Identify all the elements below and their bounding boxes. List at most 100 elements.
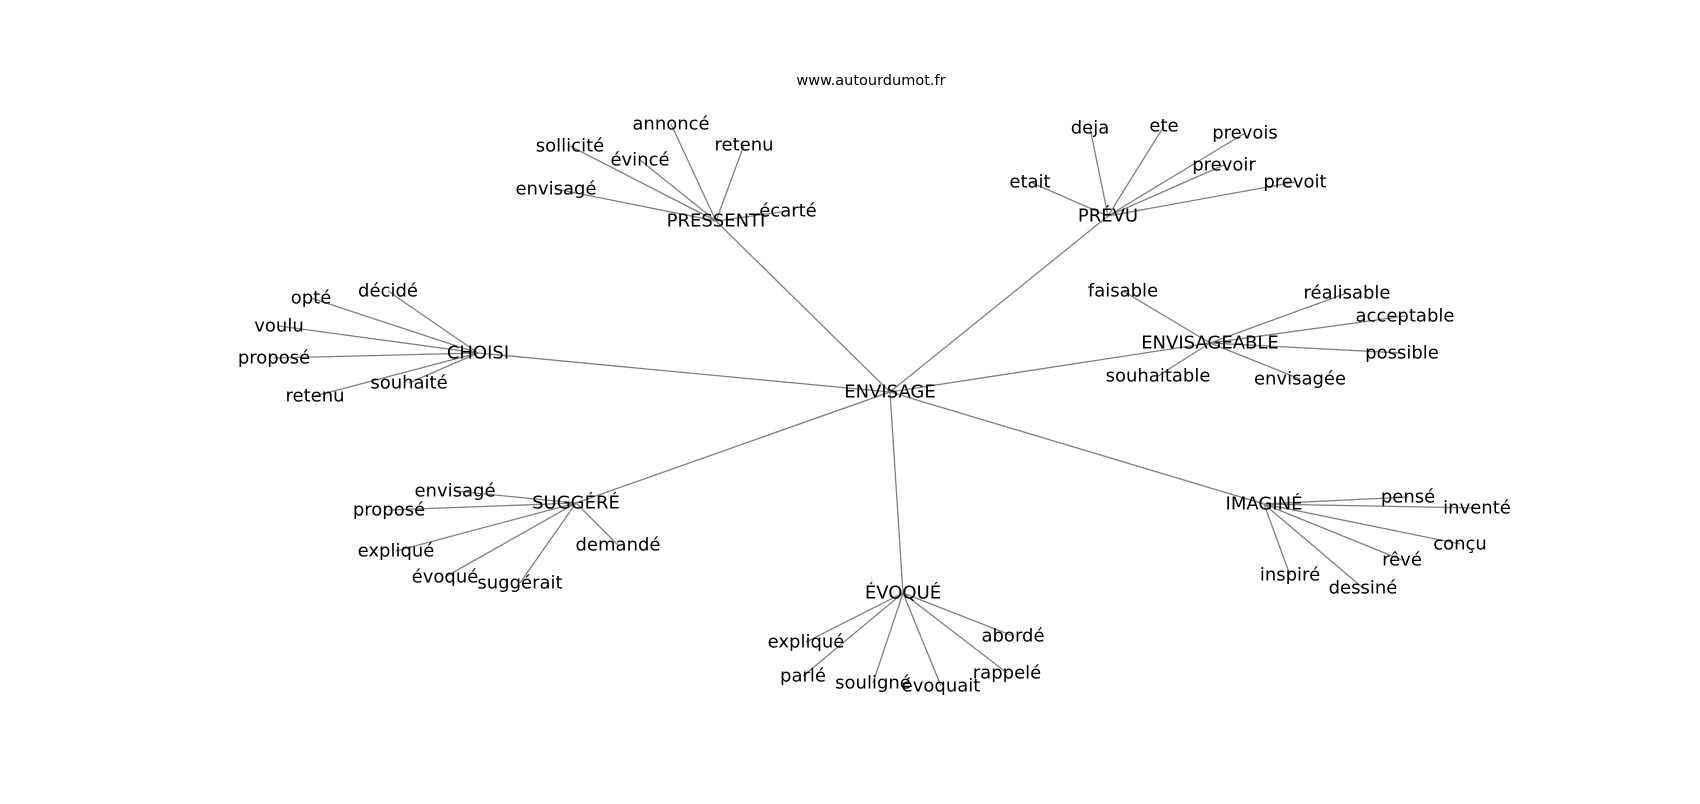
leaf-node-imagine-5[interactable]: dessiné [1329, 578, 1398, 599]
edge-pressenti-2 [715, 144, 745, 222]
leaf-node-evoque-2[interactable]: rappelé [973, 663, 1041, 684]
edge-imagine-4 [1263, 503, 1291, 576]
edge-pressenti-0 [569, 145, 717, 222]
edge-suggere-2 [395, 502, 577, 552]
leaf-node-suggere-1[interactable]: proposé [353, 500, 425, 521]
leaf-node-evoque-0[interactable]: abordé [981, 626, 1044, 647]
edge-evoque-4 [872, 592, 904, 684]
edge-prevu-2 [1107, 132, 1246, 217]
leaf-node-prevu-2[interactable]: prevois [1212, 123, 1278, 144]
edge-evoque-1 [805, 592, 904, 643]
edge-suggere-5 [519, 502, 577, 584]
edge-imagine-1 [1263, 503, 1478, 509]
leaf-node-pressenti-0[interactable]: sollicité [536, 136, 604, 157]
leaf-node-envisageable-3[interactable]: possible [1365, 343, 1439, 364]
edge-envisageable-4 [1157, 342, 1211, 377]
edge-center-prevu [889, 215, 1109, 393]
edge-center-suggere [575, 391, 891, 504]
hub-node-pressenti[interactable]: PRESSENTI [667, 211, 766, 232]
edge-prevu-1 [1107, 125, 1165, 217]
hub-node-evoque[interactable]: ÉVOQUÉ [865, 582, 941, 604]
edge-center-choisi [477, 352, 891, 393]
leaf-node-choisi-4[interactable]: souhaité [370, 373, 447, 394]
hub-node-choisi[interactable]: CHOISI [447, 343, 509, 364]
leaf-node-pressenti-4[interactable]: envisagé [515, 179, 596, 200]
edge-imagine-3 [1263, 503, 1403, 561]
leaf-node-envisageable-1[interactable]: réalisable [1303, 283, 1390, 304]
leaf-node-suggere-5[interactable]: suggérait [477, 573, 562, 594]
edge-envisageable-0 [1122, 290, 1211, 344]
edge-evoque-3 [802, 592, 904, 677]
edge-envisageable-5 [1209, 342, 1301, 380]
edge-envisageable-3 [1209, 342, 1403, 354]
edge-imagine-5 [1263, 503, 1364, 589]
leaf-node-choisi-2[interactable]: voulu [254, 316, 303, 337]
edge-suggere-1 [388, 502, 577, 511]
edge-envisageable-2 [1209, 315, 1406, 344]
edge-imagine-2 [1263, 503, 1461, 545]
hub-node-imagine[interactable]: IMAGINÉ [1226, 493, 1303, 515]
edge-center-imagine [889, 391, 1265, 505]
edge-pressenti-5 [715, 210, 789, 222]
leaf-node-pressenti-2[interactable]: retenu [714, 135, 773, 156]
leaf-node-choisi-0[interactable]: opté [291, 288, 332, 309]
leaf-node-envisageable-2[interactable]: acceptable [1356, 306, 1455, 327]
leaf-node-suggere-0[interactable]: envisagé [414, 481, 495, 502]
edge-choisi-3 [273, 352, 479, 359]
leaf-node-choisi-3[interactable]: proposé [238, 348, 310, 369]
leaf-node-prevu-5[interactable]: prevoit [1263, 172, 1326, 193]
leaf-node-imagine-1[interactable]: inventé [1443, 498, 1511, 519]
leaf-node-pressenti-1[interactable]: annoncé [632, 114, 709, 135]
edge-evoque-0 [902, 592, 1014, 637]
edge-choisi-0 [310, 297, 479, 354]
hub-node-prevu[interactable]: PRÉVU [1078, 205, 1138, 227]
center-node[interactable]: ENVISAGE [844, 382, 936, 403]
leaf-node-prevu-4[interactable]: etait [1009, 172, 1050, 193]
edge-evoque-2 [902, 592, 1008, 674]
edge-prevu-4 [1029, 181, 1109, 217]
leaf-node-pressenti-3[interactable]: évincé [610, 150, 669, 171]
edge-choisi-5 [314, 352, 479, 397]
edge-evoque-5 [902, 592, 942, 687]
leaf-node-prevu-0[interactable]: deja [1071, 118, 1110, 139]
leaf-node-imagine-4[interactable]: inspiré [1260, 565, 1320, 586]
leaf-node-imagine-0[interactable]: pensé [1381, 487, 1435, 508]
edge-imagine-0 [1263, 496, 1409, 505]
leaf-node-suggere-2[interactable]: expliqué [358, 541, 435, 562]
leaf-node-envisageable-0[interactable]: faisable [1088, 281, 1158, 302]
leaf-node-envisageable-4[interactable]: souhaitable [1106, 366, 1211, 387]
edge-center-evoque [889, 391, 904, 594]
edge-choisi-1 [387, 290, 479, 354]
leaf-node-evoque-1[interactable]: expliqué [768, 632, 845, 653]
edge-suggere-3 [575, 502, 619, 546]
leaf-node-evoque-5[interactable]: évoquait [902, 676, 981, 697]
edge-suggere-4 [444, 502, 577, 578]
leaf-node-choisi-5[interactable]: retenu [285, 386, 344, 407]
edge-suggere-0 [454, 490, 577, 504]
edge-center-envisageable [889, 342, 1211, 393]
edge-choisi-2 [278, 325, 479, 354]
leaf-node-imagine-3[interactable]: rêvé [1382, 550, 1422, 571]
edge-pressenti-3 [639, 159, 717, 222]
edges [273, 123, 1478, 687]
hub-node-envisageable[interactable]: ENVISAGEABLE [1141, 333, 1279, 354]
leaf-node-prevu-1[interactable]: ete [1149, 116, 1178, 137]
node-labels: sollicitéannoncéretenuévincéenvisagéécar… [238, 114, 1511, 697]
edge-prevu-3 [1107, 164, 1225, 217]
leaf-node-suggere-3[interactable]: demandé [576, 535, 661, 556]
leaf-node-evoque-4[interactable]: souligné [835, 673, 911, 694]
leaf-node-envisageable-5[interactable]: envisagée [1254, 369, 1346, 390]
edge-pressenti-1 [670, 123, 717, 222]
leaf-node-choisi-1[interactable]: décidé [358, 281, 418, 302]
edge-center-pressenti [715, 220, 891, 393]
edge-prevu-5 [1107, 181, 1296, 217]
leaf-node-suggere-4[interactable]: évoqué [412, 567, 479, 588]
leaf-node-imagine-2[interactable]: conçu [1433, 534, 1487, 555]
edge-choisi-4 [408, 352, 479, 384]
leaf-node-pressenti-5[interactable]: écarté [759, 201, 817, 222]
leaf-node-evoque-3[interactable]: parlé [780, 666, 826, 687]
leaf-node-prevu-3[interactable]: prevoir [1192, 155, 1256, 176]
hub-node-suggere[interactable]: SUGGÉRÉ [532, 492, 620, 514]
site-watermark: www.autourdumot.fr [796, 73, 946, 89]
